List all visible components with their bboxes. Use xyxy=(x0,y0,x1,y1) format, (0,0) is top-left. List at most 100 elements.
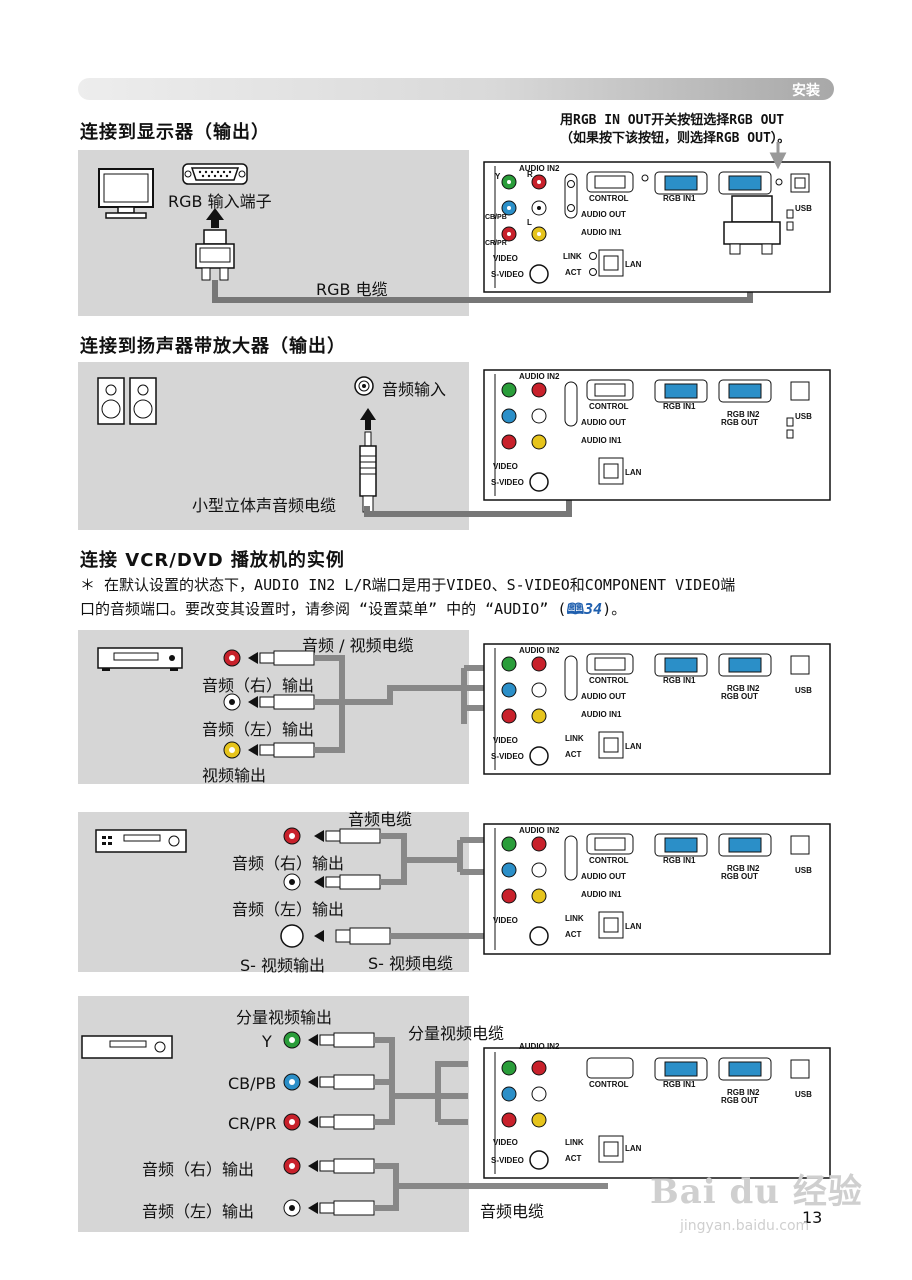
svideo-cable-label: S- 视频电缆 xyxy=(368,954,454,973)
audio-cable-label-2: 音频电缆 xyxy=(348,810,413,829)
mini-stereo-plug-icon xyxy=(359,408,377,513)
baidu-watermark-logo: Bai du 经验 xyxy=(650,1172,863,1212)
panel-act-label: ACT xyxy=(565,930,582,939)
section-header-bar: 安装 xyxy=(78,78,834,100)
audio-cable-label-3: 音频电缆 xyxy=(480,1202,545,1221)
av-cable-assembly xyxy=(223,649,490,759)
video-output-label: 视频输出 xyxy=(202,766,267,785)
audio-svideo-cable-assembly xyxy=(280,827,490,948)
y-output-label: Y xyxy=(262,1032,272,1051)
av-cable-label: 音频 / 视频电缆 xyxy=(302,636,414,655)
panel-audio-out-label: AUDIO OUT xyxy=(581,418,626,427)
panel-svideo-label: S-VIDEO xyxy=(491,270,524,279)
panel-control-label: CONTROL xyxy=(589,1080,629,1089)
panel-control-label: CONTROL xyxy=(589,194,629,203)
panel-usb-label: USB xyxy=(795,866,812,875)
section-label: 安装 xyxy=(792,83,820,99)
cb-pb-output-label: CB/PB xyxy=(228,1074,277,1093)
panel-control-label: CONTROL xyxy=(589,402,629,411)
heading-vcr-dvd-example: 连接 VCR/DVD 播放机的实例 xyxy=(80,550,345,571)
panel-audio-in2-label: AUDIO IN2 xyxy=(519,164,560,173)
monitor-icon xyxy=(98,168,154,219)
note-text-pre: 口的音频端口。要改变其设置时，请参阅 “设置菜单” 中的 “AUDIO” ( xyxy=(80,600,567,618)
panel-rgb-in2-label: RGB IN2 xyxy=(727,864,760,873)
cr-pr-output-label: CR/PR xyxy=(228,1114,277,1133)
audio-right-output-label-3: 音频（右）输出 xyxy=(142,1160,255,1179)
rgb-port-icon xyxy=(182,163,248,185)
panel-act-label: ACT xyxy=(565,1154,582,1163)
panel-l-label: L xyxy=(527,218,532,227)
panel-audio-out-label: AUDIO OUT xyxy=(581,210,626,219)
projector-rear-panel: AUDIO IN2 VIDEO S-VIDEO CONTROL RGB IN1 … xyxy=(483,640,831,776)
panel-lan-label: LAN xyxy=(625,742,642,751)
panel-svideo-label: S-VIDEO xyxy=(491,752,524,761)
rgb-cable-label: RGB 电缆 xyxy=(316,280,388,299)
panel-link-label: LINK xyxy=(563,252,582,261)
panel-video-label: VIDEO xyxy=(493,1138,518,1147)
panel-audio-out-label: AUDIO OUT xyxy=(581,692,626,701)
panel-cr-label: CR/PR xyxy=(485,240,507,247)
panel-rgb-in2-label: RGB IN2 xyxy=(727,1088,760,1097)
audio-input-label: 音频输入 xyxy=(382,380,447,399)
mini-stereo-cable-label: 小型立体声音频电缆 xyxy=(192,496,337,515)
projector-rear-panel: AUDIO IN2 VIDEO CONTROL RGB IN1 AUDIO OU… xyxy=(483,820,831,956)
panel-control-label: CONTROL xyxy=(589,676,629,685)
audio-right-output-label: 音频（右）输出 xyxy=(202,676,315,695)
panel-usb-label: USB xyxy=(795,412,812,421)
note-text-post: )。 xyxy=(602,600,627,618)
panel-rgb-in2-label: RGB IN2 xyxy=(727,410,760,419)
audio-left-output-label: 音频（左）输出 xyxy=(202,720,315,739)
panel-rgb-out-label: RGB OUT xyxy=(721,692,758,701)
panel-rgb-out-label: RGB OUT xyxy=(721,418,758,427)
default-setting-note-1: ＊ 在默认设置的状态下，AUDIO IN2 L/R端口是用于VIDEO、S-VI… xyxy=(80,576,736,594)
panel-video-label: VIDEO xyxy=(493,916,518,925)
panel-usb-label: USB xyxy=(795,204,812,213)
component-output-label: 分量视频输出 xyxy=(236,1008,333,1027)
projector-rear-panel: AUDIO IN2 VIDEO S-VIDEO CONTROL RGB IN1 … xyxy=(483,1042,831,1180)
panel-act-label: ACT xyxy=(565,268,582,277)
panel-rgb-out-label: RGB OUT xyxy=(721,1096,758,1105)
dvd-player-icon xyxy=(81,1035,173,1059)
rgb-switch-note-2: （如果按下该按钮，则选择RGB OUT）。 xyxy=(560,131,791,146)
panel-usb-label: USB xyxy=(795,1090,812,1099)
panel-audio-in2-label: AUDIO IN2 xyxy=(519,1042,560,1051)
rgb-out-plug-icon xyxy=(723,142,787,255)
panel-rgb-in1-label: RGB IN1 xyxy=(663,676,696,685)
panel-video-label: VIDEO xyxy=(493,254,518,263)
panel-act-label: ACT xyxy=(565,750,582,759)
heading-monitor-output: 连接到显示器（输出） xyxy=(80,122,270,143)
panel-audio-in2-label: AUDIO IN2 xyxy=(519,646,560,655)
panel-lan-label: LAN xyxy=(625,260,642,269)
book-icon: 🕮 xyxy=(566,600,585,618)
projector-rear-panel: AUDIO IN2 VIDEO S-VIDEO CONTROL RGB IN1 … xyxy=(483,366,831,502)
panel-audio-in1-label: AUDIO IN1 xyxy=(581,710,622,719)
panel-audio-in1-label: AUDIO IN1 xyxy=(581,436,622,445)
panel-rgb-in1-label: RGB IN1 xyxy=(663,856,696,865)
default-setting-note-2: 口的音频端口。要改变其设置时，请参阅 “设置菜单” 中的 “AUDIO” (🕮3… xyxy=(80,597,626,621)
panel-y-label: Y xyxy=(495,172,501,181)
rgb-input-port-label: RGB 输入端子 xyxy=(168,192,272,211)
audio-left-output-label-2: 音频（左）输出 xyxy=(232,900,345,919)
panel-lan-label: LAN xyxy=(625,468,642,477)
panel-rgb-in2-label: RGB IN2 xyxy=(727,684,760,693)
vcr-icon xyxy=(97,647,183,671)
panel-link-label: LINK xyxy=(565,734,584,743)
panel-svideo-label: S-VIDEO xyxy=(491,1156,524,1165)
dvd-player-icon xyxy=(95,829,187,853)
audio-input-jack-icon xyxy=(354,376,374,396)
baidu-watermark-url: jingyan.baidu.com xyxy=(680,1218,810,1234)
panel-usb-label: USB xyxy=(795,686,812,695)
rgb-cable-plug-icon xyxy=(195,208,235,281)
panel-link-label: LINK xyxy=(565,914,584,923)
panel-rgb-in1-label: RGB IN1 xyxy=(663,402,696,411)
panel-video-label: VIDEO xyxy=(493,462,518,471)
panel-audio-out-label: AUDIO OUT xyxy=(581,872,626,881)
panel-r-label: R xyxy=(527,170,533,179)
page-reference-link[interactable]: 34 xyxy=(584,600,603,618)
component-audio-cable-assembly xyxy=(283,1031,608,1217)
panel-link-label: LINK xyxy=(565,1138,584,1147)
panel-audio-in2-label: AUDIO IN2 xyxy=(519,826,560,835)
speaker-icon xyxy=(97,377,157,425)
panel-lan-label: LAN xyxy=(625,1144,642,1153)
audio-left-output-label-3: 音频（左）输出 xyxy=(142,1202,255,1221)
